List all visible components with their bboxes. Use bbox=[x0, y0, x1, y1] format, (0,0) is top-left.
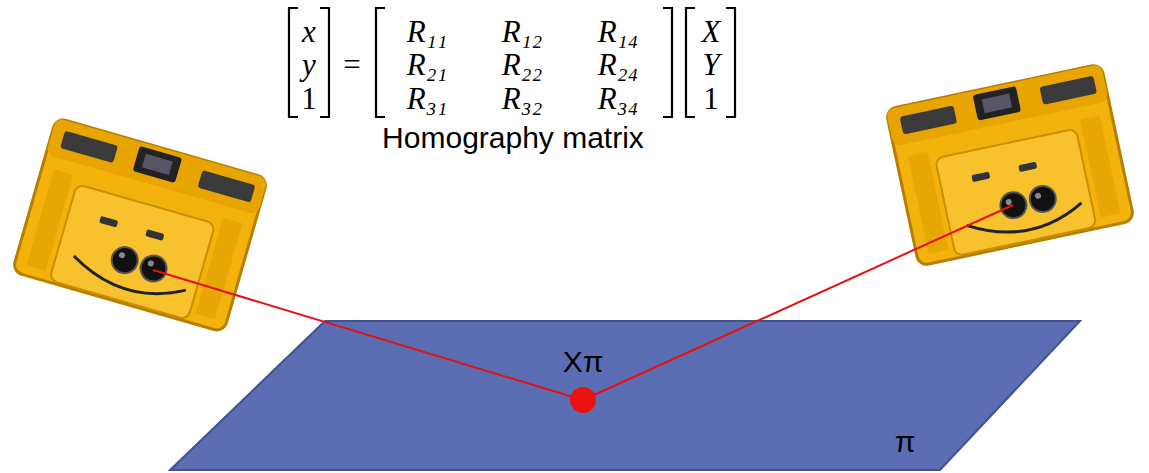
equals-sign: = bbox=[343, 49, 360, 80]
matrix-entry: R₁₂ bbox=[502, 16, 543, 47]
camera-right bbox=[886, 64, 1134, 266]
vector-entry: x bbox=[302, 16, 316, 47]
matrix-entry: R₂₂ bbox=[502, 49, 543, 80]
camera-left bbox=[12, 118, 268, 332]
point-label: Xπ bbox=[563, 347, 604, 377]
matrix-entry: R₂₁ bbox=[407, 49, 448, 80]
plane-shape bbox=[170, 321, 1080, 471]
camera-ray bbox=[583, 205, 1013, 400]
matrix-brackets bbox=[289, 8, 735, 117]
vector-entry: X bbox=[702, 16, 721, 47]
plane-point bbox=[570, 387, 596, 413]
camera-ray bbox=[153, 270, 583, 400]
matrix-entry: R₃₄ bbox=[598, 83, 639, 114]
vector-entry: 1 bbox=[301, 83, 317, 114]
matrix-entry: R₁₄ bbox=[598, 16, 639, 47]
matrix-entry: R₁₁ bbox=[407, 16, 448, 47]
plane: Xπ π bbox=[170, 321, 1080, 471]
vector-entry: 1 bbox=[703, 83, 719, 114]
matrix-entry: R₃₂ bbox=[502, 83, 543, 114]
plane-label: π bbox=[895, 427, 916, 457]
vector-entry: Y bbox=[702, 49, 719, 80]
vector-entry: y bbox=[302, 49, 316, 80]
matrix-entry: R₃₁ bbox=[407, 83, 448, 114]
matrix-entry: R₂₄ bbox=[598, 49, 639, 80]
matrix-caption: Homography matrix bbox=[382, 123, 644, 153]
plane-fill bbox=[170, 321, 1080, 470]
